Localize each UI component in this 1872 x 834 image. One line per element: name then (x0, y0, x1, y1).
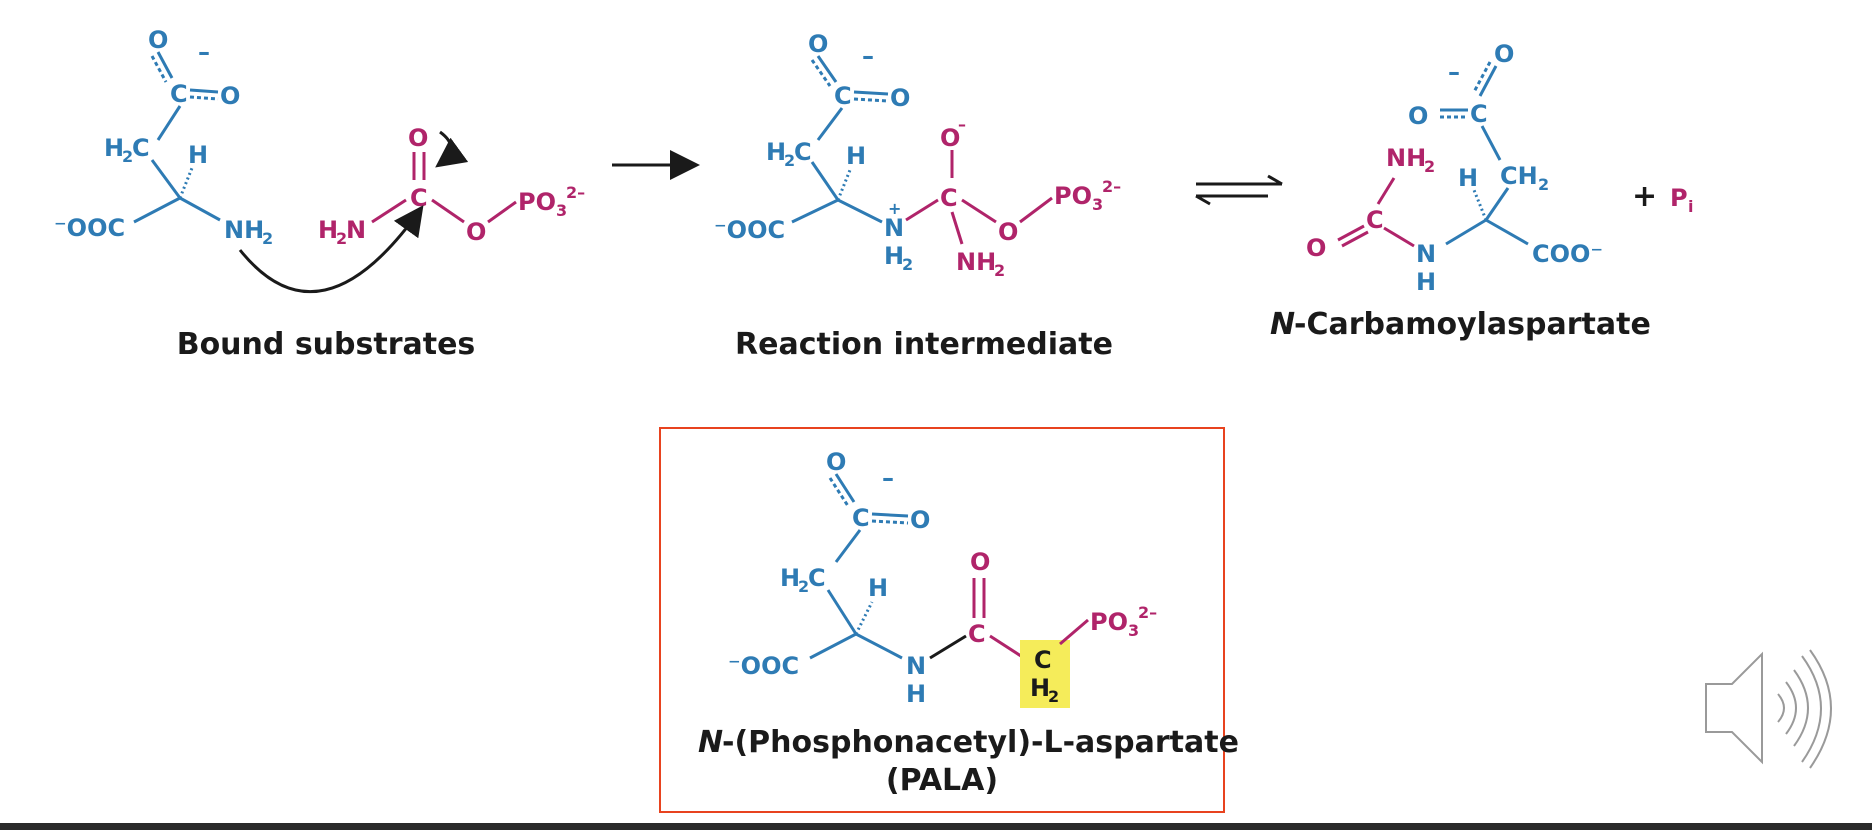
svg-text:H: H (766, 138, 786, 166)
svg-text:O: O (826, 448, 846, 476)
svg-text:PO: PO (1054, 182, 1092, 210)
svg-text:N: N (1416, 240, 1436, 268)
svg-text:C: C (794, 138, 812, 166)
svg-text:⁻OOC: ⁻OOC (54, 214, 125, 242)
label-product-rest: -Carbamoylaspartate (1294, 307, 1651, 342)
svg-text:–: – (958, 115, 966, 134)
svg-text:H: H (318, 216, 338, 244)
svg-text:C: C (834, 82, 852, 110)
svg-text:PO: PO (518, 188, 556, 216)
svg-text:H: H (188, 141, 208, 169)
svg-text:O: O (466, 218, 486, 246)
svg-text:H: H (868, 574, 888, 602)
label-pala-prefix: N (698, 725, 723, 760)
svg-text:2–: 2– (566, 183, 585, 202)
ch2-highlight (1020, 640, 1070, 708)
electron-arrow-attack (238, 205, 424, 294)
electron-arrow-carbonyl (435, 130, 469, 168)
svg-text:C: C (940, 184, 958, 212)
svg-text:O: O (940, 124, 960, 152)
label-pala-name: -(Phosphonacetyl)-L-aspartate (722, 725, 1239, 760)
svg-text:O: O (890, 84, 910, 112)
label-bound-substrates: Bound substrates (177, 327, 476, 362)
svg-text:C: C (968, 620, 986, 648)
svg-text:CH: CH (1500, 162, 1538, 190)
svg-text:3: 3 (556, 201, 567, 220)
svg-text:O: O (1494, 40, 1514, 68)
aspartate-substrate: O – C O H2C H ⁻OOC NH2 (54, 26, 273, 248)
svg-text:O: O (220, 82, 240, 110)
svg-text:2: 2 (122, 147, 133, 166)
svg-text:2: 2 (336, 229, 347, 248)
svg-text:2: 2 (784, 151, 795, 170)
svg-text:O: O (148, 26, 168, 54)
pi-subscript: i (1688, 197, 1693, 216)
svg-text:O: O (998, 218, 1018, 246)
svg-text:N: N (884, 214, 904, 242)
svg-text:N: N (906, 652, 926, 680)
svg-text:PO: PO (1090, 608, 1128, 636)
svg-text:2–: 2– (1102, 177, 1121, 196)
svg-text:H: H (780, 564, 800, 592)
speaker-icon[interactable] (1705, 649, 1832, 769)
label-reaction-intermediate: Reaction intermediate (735, 327, 1113, 362)
svg-text:–: – (198, 38, 210, 66)
svg-text:H: H (906, 680, 926, 708)
pi-label: P (1670, 184, 1688, 212)
svg-text:C: C (1470, 100, 1488, 128)
svg-text:N: N (346, 216, 366, 244)
svg-text:–: – (1448, 58, 1460, 86)
svg-text:2: 2 (798, 577, 809, 596)
svg-text:+: + (888, 199, 901, 218)
svg-text:NH: NH (956, 248, 996, 276)
svg-text:2–: 2– (1138, 603, 1157, 622)
plus-sign: + (1632, 179, 1657, 214)
equilibrium-arrows (1195, 174, 1283, 206)
svg-text:3: 3 (1128, 621, 1139, 640)
svg-text:–: – (862, 42, 874, 70)
svg-text:3: 3 (1092, 195, 1103, 214)
svg-text:C: C (410, 184, 428, 212)
svg-text:–: – (882, 464, 894, 492)
svg-text:⁻OOC: ⁻OOC (714, 216, 785, 244)
svg-text:H: H (1416, 268, 1436, 296)
svg-text:2: 2 (994, 261, 1005, 280)
svg-text:2: 2 (262, 229, 273, 248)
svg-text:⁻OOC: ⁻OOC (728, 652, 799, 680)
label-product-prefix: N (1270, 307, 1295, 342)
bottom-bar (0, 823, 1872, 830)
svg-text:H: H (1030, 674, 1050, 702)
svg-text:NH: NH (1386, 144, 1426, 172)
svg-text:H: H (1458, 164, 1478, 192)
svg-text:O: O (808, 30, 828, 58)
svg-text:COO⁻: COO⁻ (1532, 240, 1603, 268)
svg-text:O: O (910, 506, 930, 534)
pala-box (659, 427, 1225, 813)
svg-text:C: C (1366, 206, 1384, 234)
svg-text:H: H (884, 242, 904, 270)
svg-text:H: H (104, 134, 124, 162)
svg-text:H: H (846, 142, 866, 170)
svg-text:2: 2 (1424, 157, 1435, 176)
svg-text:C: C (132, 134, 150, 162)
svg-text:NH: NH (224, 216, 264, 244)
svg-text:C: C (1034, 646, 1052, 674)
svg-text:O: O (1408, 102, 1428, 130)
svg-text:C: C (808, 564, 826, 592)
svg-text:O: O (408, 124, 428, 152)
svg-text:O: O (1306, 234, 1326, 262)
svg-text:C: C (170, 80, 188, 108)
svg-text:C: C (852, 504, 870, 532)
svg-text:2: 2 (1048, 687, 1059, 706)
label-pala-abbrev: (PALA) (886, 763, 998, 798)
svg-text:2: 2 (1538, 175, 1549, 194)
svg-text:O: O (970, 548, 990, 576)
svg-text:2: 2 (902, 255, 913, 274)
